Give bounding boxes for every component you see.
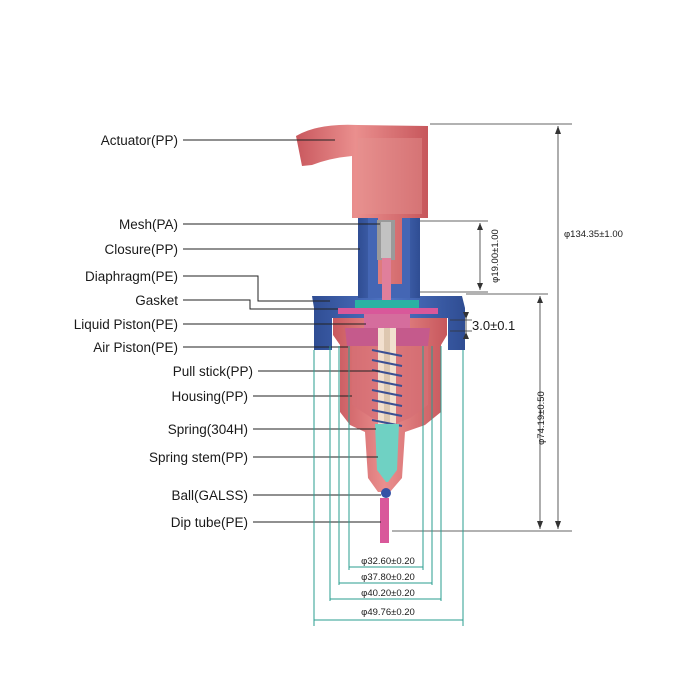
label-diaphragm: Diaphragm(PE) — [85, 269, 178, 284]
label-air-piston: Air Piston(PE) — [93, 340, 178, 355]
dim-dia-4: φ49.76±0.20 — [361, 607, 415, 618]
ball-shape — [381, 488, 391, 498]
label-housing: Housing(PP) — [171, 389, 248, 404]
label-spring: Spring(304H) — [168, 422, 248, 437]
label-gasket: Gasket — [135, 293, 178, 308]
leader-lines — [183, 139, 381, 523]
dim-stroke: 3.0±0.1 — [472, 318, 515, 333]
label-mesh: Mesh(PA) — [119, 217, 178, 232]
label-dip-tube: Dip tube(PE) — [171, 515, 248, 530]
dimension-lines — [392, 123, 572, 532]
diaphragm-shape — [355, 300, 419, 308]
dim-dia-3: φ40.20±0.20 — [361, 588, 415, 599]
label-ball: Ball(GALSS) — [171, 488, 248, 503]
diameter-lines — [313, 346, 464, 626]
dimension-labels: φ134.35±1.00 φ19.00±1.00 φ74.19±0.50 3.0… — [361, 229, 623, 618]
dim-body-height: φ74.19±0.50 — [536, 391, 547, 445]
part-labels: Actuator(PP) Mesh(PA) Closure(PP) Diaphr… — [74, 133, 253, 530]
label-liquid-piston: Liquid Piston(PE) — [74, 317, 178, 332]
liquid-piston-shape — [364, 314, 410, 328]
dim-dia-1: φ32.60±0.20 — [361, 556, 415, 567]
spring-stem-shape — [375, 424, 399, 482]
label-closure: Closure(PP) — [104, 242, 178, 257]
label-actuator: Actuator(PP) — [101, 133, 178, 148]
pump-body — [296, 124, 465, 543]
dim-closure-height: φ19.00±1.00 — [490, 229, 501, 283]
dim-overall-height: φ134.35±1.00 — [564, 229, 623, 240]
label-pull-stick: Pull stick(PP) — [173, 364, 253, 379]
dip-tube-shape — [380, 498, 389, 543]
label-spring-stem: Spring stem(PP) — [149, 450, 248, 465]
dim-dia-2: φ37.80±0.20 — [361, 572, 415, 583]
gasket-shape — [338, 308, 438, 314]
